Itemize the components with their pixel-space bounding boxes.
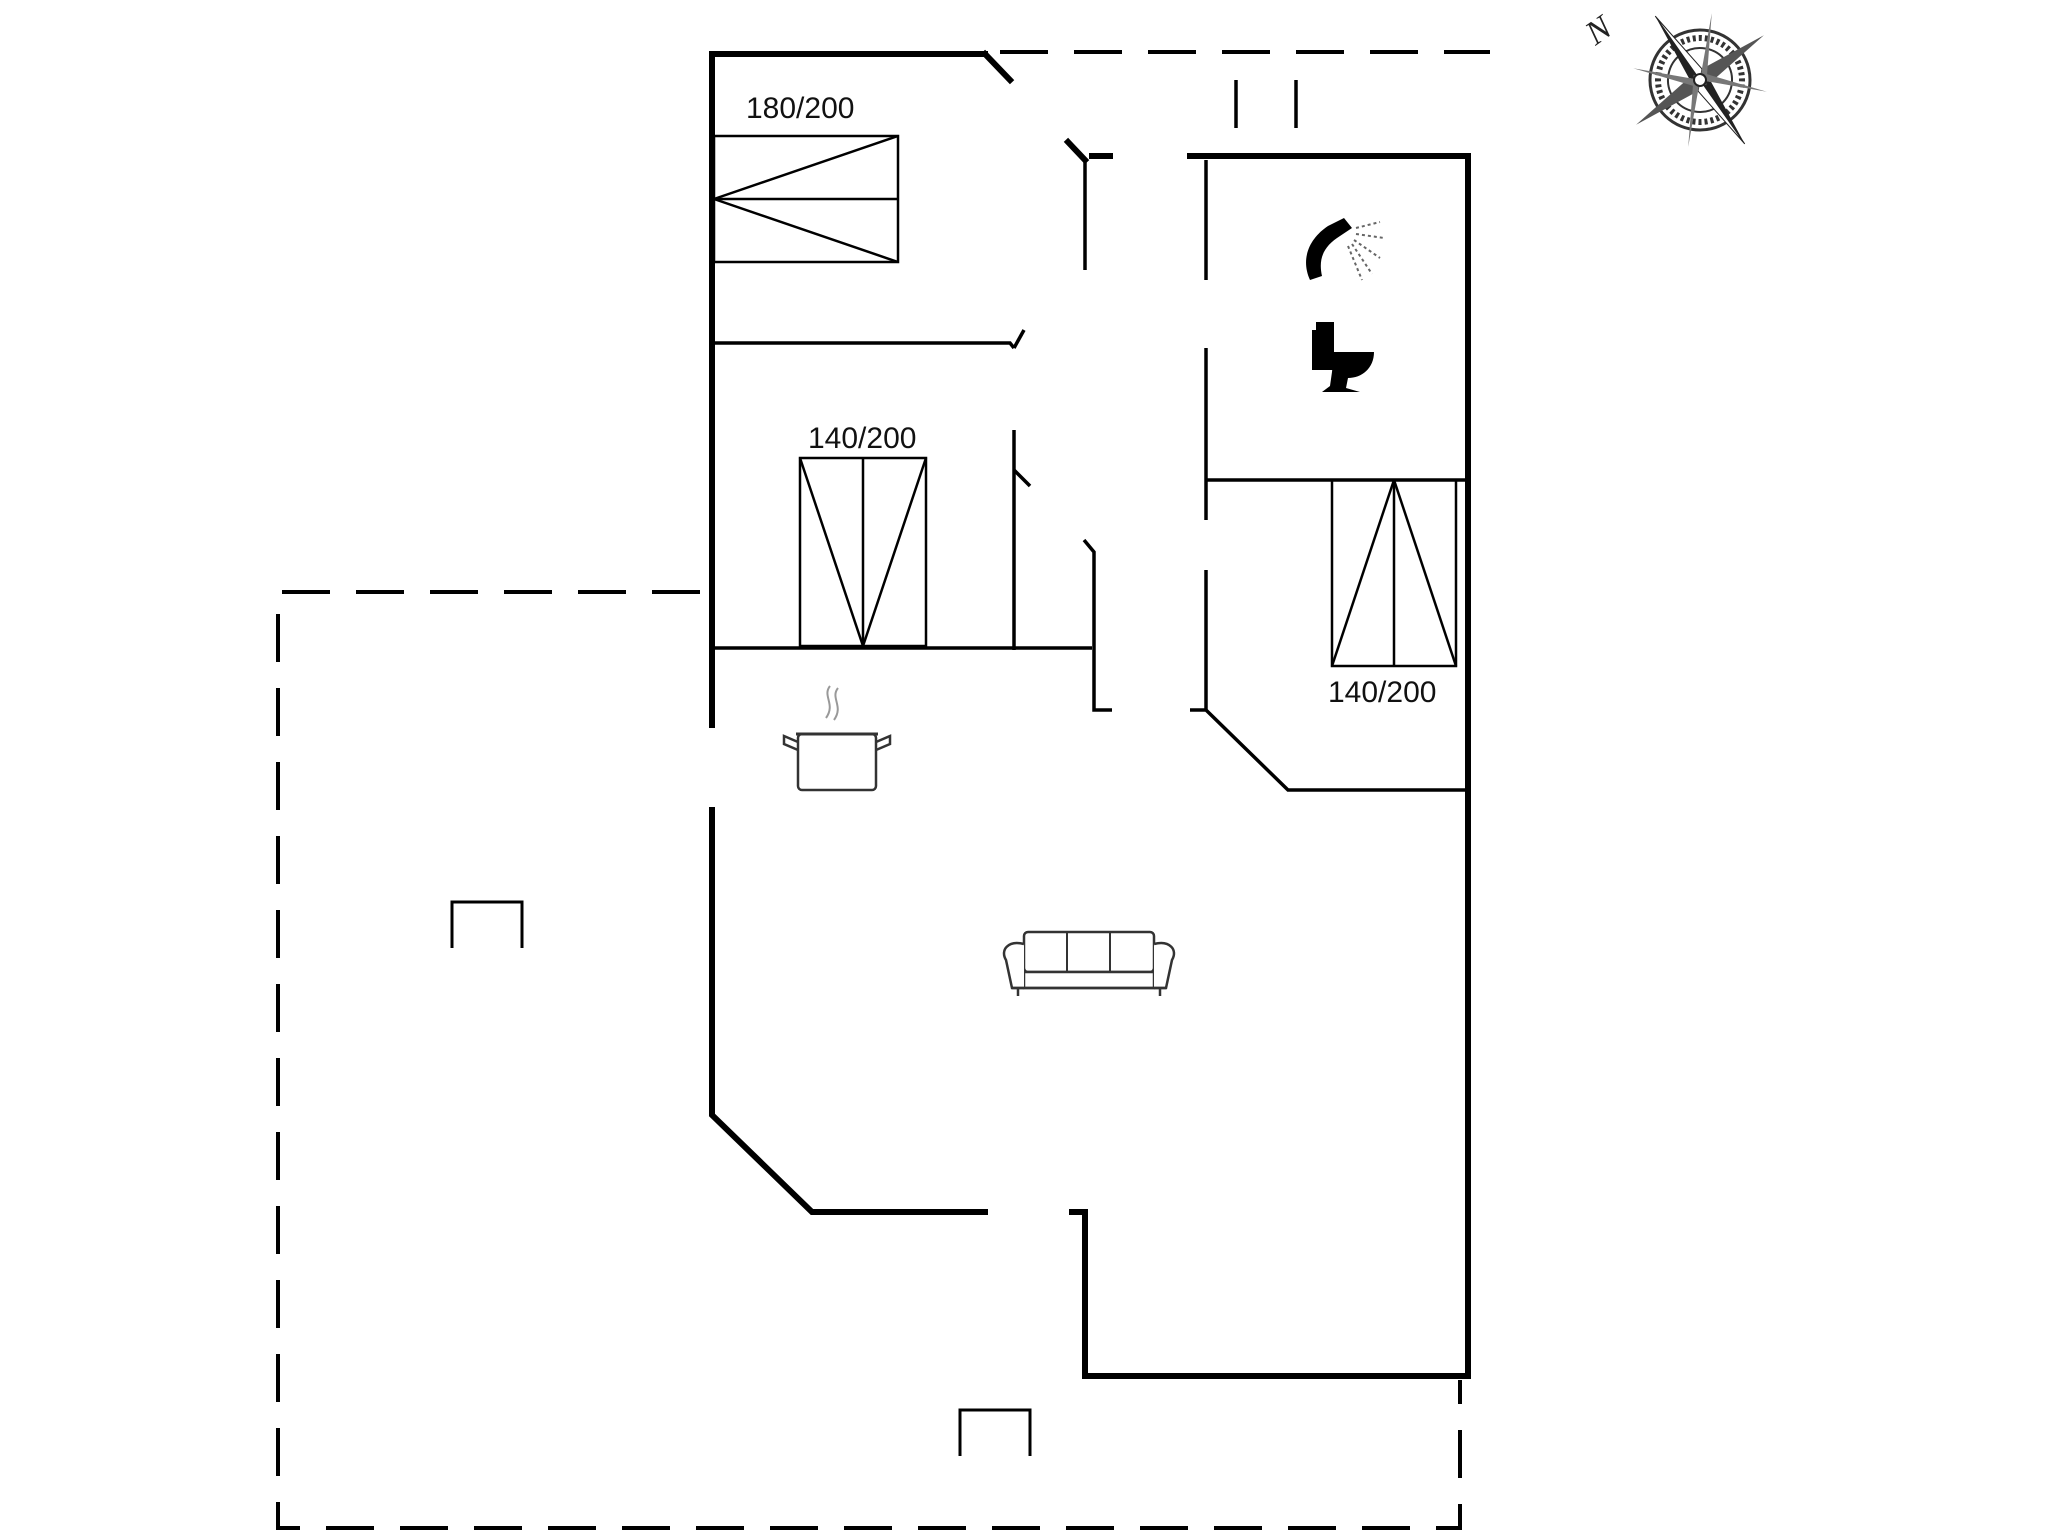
- bed-2-label: 140/200: [808, 422, 916, 455]
- terrace-outline: [276, 50, 1490, 1530]
- sofa-icon: [1002, 930, 1176, 996]
- terrace-step-bottom: [958, 1408, 1032, 1456]
- bed-1: 180/200: [712, 92, 900, 264]
- compass-north-label: N: [1578, 8, 1621, 53]
- shower-icon: [1306, 218, 1385, 281]
- toilet-icon: [1312, 322, 1374, 392]
- compass-rose-icon: [1633, 13, 1767, 147]
- interior-walls: [712, 49, 1468, 792]
- bed-3: 140/200: [1328, 478, 1458, 709]
- terrace-step-left: [450, 900, 524, 948]
- bed-2: 140/200: [798, 422, 928, 648]
- cooking-pot-icon: [782, 685, 892, 792]
- bed-1-label: 180/200: [746, 92, 854, 125]
- bed-3-label: 140/200: [1328, 676, 1436, 709]
- exterior-walls: [709, 51, 1471, 1379]
